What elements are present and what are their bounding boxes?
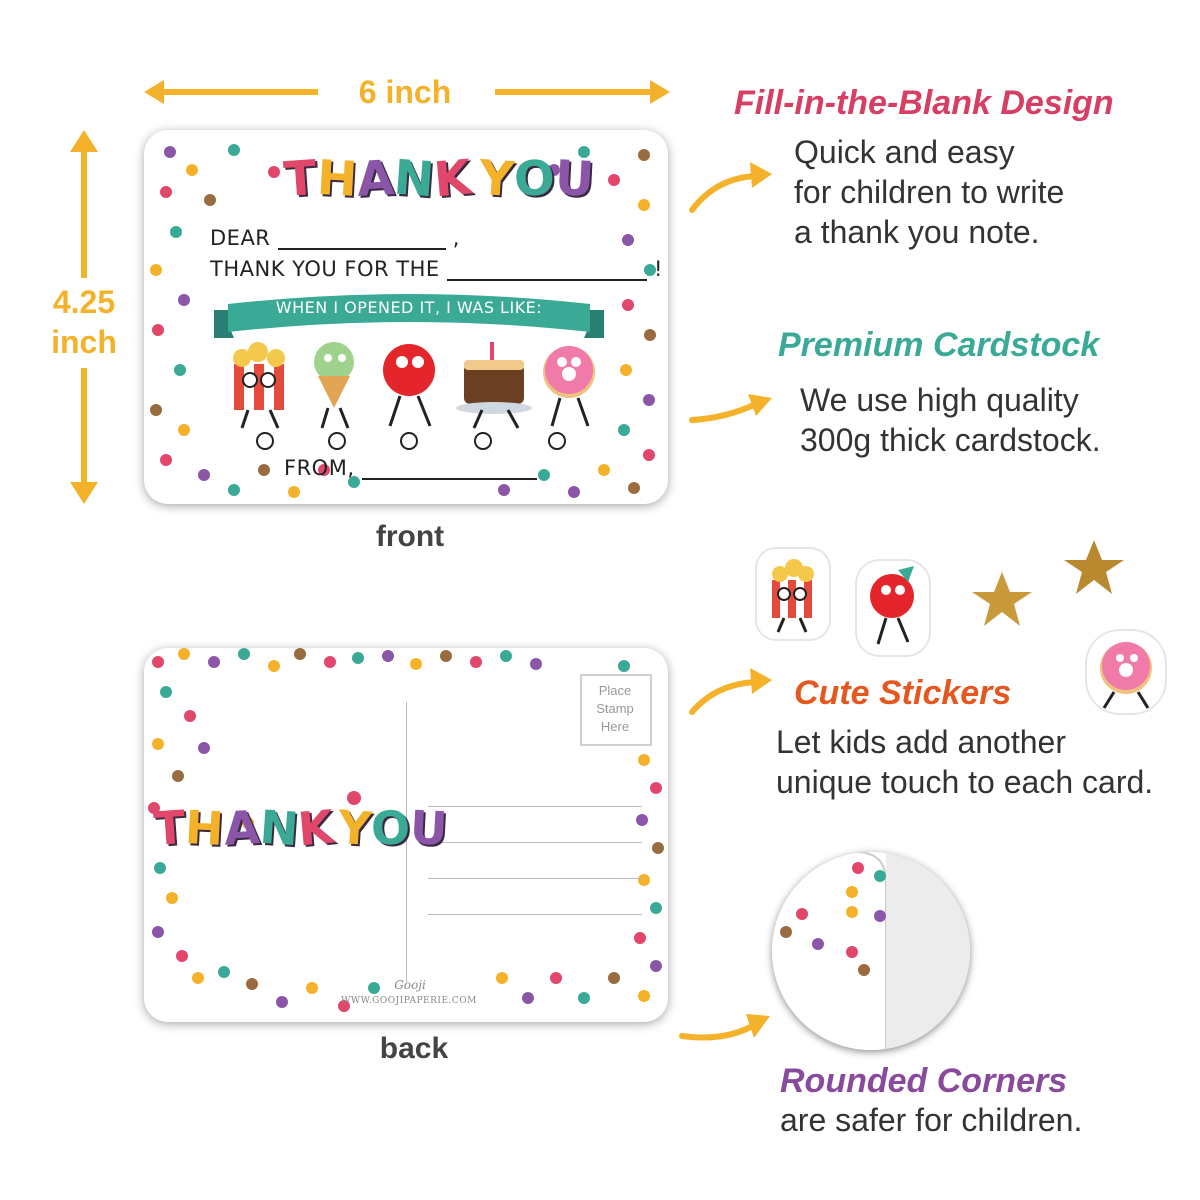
feature-body-line: 300g thick cardstock. [800, 422, 1101, 458]
choice-circle[interactable] [400, 432, 418, 450]
back-card: Place Stamp Here THANKYOU Gooji WWW.GOOJ… [144, 648, 668, 1022]
feature-fill-in-title: Fill-in-the-Blank Design [734, 84, 1114, 122]
dear-line: DEAR , [210, 226, 460, 250]
title-letter: K [295, 799, 336, 857]
feature-body-line: Let kids add another [776, 724, 1066, 760]
feature-body-line: unique touch to each card. [776, 764, 1154, 800]
title-letter: U [553, 150, 596, 208]
feature-corners-body: are safer for children. [780, 1100, 1160, 1140]
title-letter: U [408, 800, 449, 856]
title-letter: N [392, 149, 437, 209]
dear-label: DEAR [210, 226, 271, 250]
title-letter: A [355, 150, 396, 208]
choice-circle[interactable] [256, 432, 274, 450]
title-letter: Y [335, 799, 373, 857]
dear-blank[interactable] [277, 228, 446, 250]
website-text: WWW.GOOJIPAPERIE.COM [341, 996, 477, 1006]
gift-blank[interactable] [446, 259, 647, 281]
feature-cardstock-title: Premium Cardstock [778, 326, 1100, 364]
curved-arrow [689, 394, 772, 423]
title-letter: O [512, 149, 557, 209]
width-label: 6 inch [358, 74, 452, 110]
from-label: FROM, [284, 456, 355, 480]
curved-arrow [679, 1014, 770, 1041]
choice-circle[interactable] [328, 432, 346, 450]
thank-you-for-line: THANK YOU FOR THE ! [210, 257, 663, 281]
corner-zoom-circle [772, 852, 970, 1050]
height-arrow [70, 130, 98, 504]
address-line [428, 806, 642, 807]
banner-ribbon [214, 294, 604, 338]
height-label: 4.25 inch [51, 284, 117, 360]
title-letter: K [431, 149, 474, 209]
title-letter: O [369, 800, 412, 856]
front-thank-you-title: THANKYOU [282, 144, 595, 214]
address-line [428, 842, 642, 843]
feature-stickers-body: Let kids add another unique touch to eac… [776, 722, 1196, 802]
title-letter: H [184, 800, 226, 856]
feature-cardstock-body: We use high quality 300g thick cardstock… [800, 380, 1160, 460]
banner-text: WHEN I OPENED IT, I WAS LIKE: [275, 298, 543, 317]
front-card: THANKYOU DEAR , THANK YOU FOR THE ! WHEN… [144, 130, 668, 504]
title-letter: T [282, 149, 319, 209]
brand-logo: Gooji [394, 978, 426, 992]
stamp-text: Place Stamp Here [596, 683, 634, 734]
rounded-corner-detail [772, 852, 970, 1050]
title-letter: A [222, 800, 261, 856]
feature-body-line: We use high quality [800, 382, 1079, 418]
address-line [428, 878, 642, 879]
address-line [428, 914, 642, 915]
choice-circles [256, 432, 576, 452]
stickers-illustration [755, 540, 1167, 715]
feature-fill-in-body: Quick and easy for children to write a t… [794, 132, 1154, 252]
choice-circle[interactable] [548, 432, 566, 450]
curved-arrow [689, 162, 772, 213]
from-blank[interactable] [361, 458, 537, 480]
postcard-divider [406, 702, 407, 982]
title-letter: H [315, 149, 359, 209]
back-caption: back [379, 1032, 449, 1065]
stamp-box [580, 674, 652, 746]
confetti-dots [148, 648, 664, 1012]
curved-arrow [689, 668, 772, 715]
feature-body-line: a thank you note. [794, 214, 1040, 250]
title-letter: Y [477, 149, 517, 209]
feature-corners-title: Rounded Corners [780, 1062, 1068, 1100]
from-line: FROM, [284, 456, 537, 480]
choice-circle[interactable] [474, 432, 492, 450]
thank-you-for-label: THANK YOU FOR THE [210, 257, 440, 281]
feature-stickers-title: Cute Stickers [794, 674, 1012, 712]
confetti-dots [150, 144, 656, 498]
width-arrow [144, 80, 670, 104]
feature-body-line: Quick and easy [794, 134, 1015, 170]
feature-body-line: for children to write [794, 174, 1065, 210]
back-thank-you-title: THANKYOU [152, 788, 449, 868]
feature-body-line: are safer for children. [780, 1102, 1083, 1138]
front-caption: front [375, 520, 445, 553]
title-letter: N [257, 799, 300, 857]
characters-illustration [233, 342, 595, 429]
